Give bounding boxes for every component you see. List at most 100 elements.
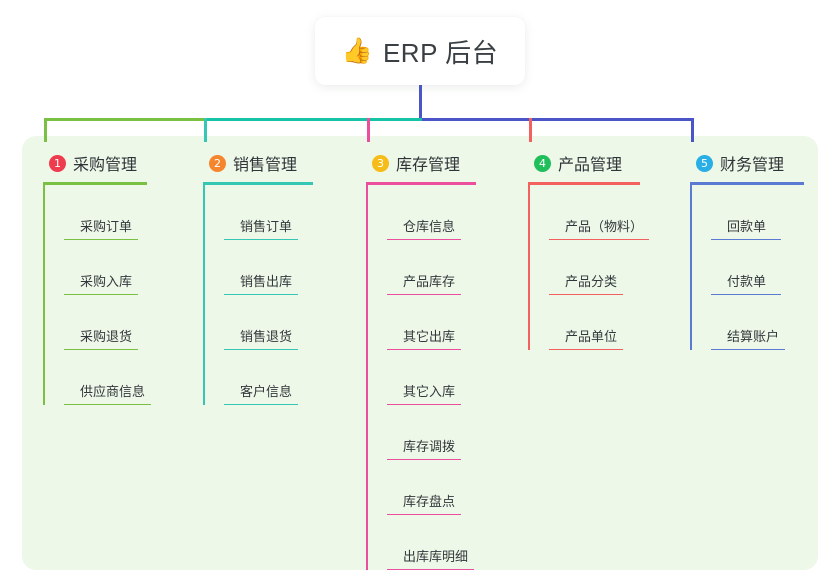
menu-item[interactable]: 采购退货 — [64, 295, 147, 350]
menu-item-rule — [224, 403, 298, 405]
column-4: 4 产品管理产品（物料） 产品分类产品单位 — [528, 150, 649, 350]
column-header-5[interactable]: 5 财务管理 — [690, 150, 804, 176]
bus-segment-3 — [422, 118, 692, 121]
menu-item-rule — [549, 348, 623, 350]
menu-item[interactable]: 供应商信息 — [64, 350, 151, 405]
menu-item[interactable]: 库存盘点 — [387, 460, 476, 515]
column-title-1: 采购管理 — [73, 157, 138, 174]
column-title-4: 产品管理 — [558, 157, 623, 174]
menu-item[interactable]: 回款单 — [711, 185, 804, 240]
menu-item-rule — [64, 403, 151, 405]
menu-item-label: 结算账户 — [727, 329, 780, 344]
column-header-rule-1 — [43, 182, 147, 185]
column-badge-4: 4 — [534, 154, 551, 172]
column-header-1[interactable]: 1 采购管理 — [43, 150, 147, 176]
column-header-rule-4 — [528, 182, 640, 185]
menu-item[interactable]: 产品单位 — [549, 295, 643, 350]
menu-item-rule — [387, 238, 461, 240]
menu-item[interactable]: 仓库信息 — [387, 185, 476, 240]
column-header-2[interactable]: 2 销售管理 — [203, 150, 313, 176]
menu-item-label: 出库库明细 — [403, 549, 469, 564]
menu-item[interactable]: 库存调拨 — [387, 405, 476, 460]
menu-item[interactable]: 出库库明细 — [387, 515, 476, 570]
column-item-list-2: 销售订单销售出库销售退货客户信息 — [203, 185, 313, 405]
menu-item[interactable]: 产品分类 — [549, 240, 643, 295]
bus-segment-2 — [205, 118, 422, 121]
column-item-list-5: 回款单付款单结算账户 — [690, 185, 804, 350]
column-badge-5: 5 — [696, 154, 713, 172]
column-title-5: 财务管理 — [720, 157, 785, 174]
branch-drop-connector-4 — [529, 118, 532, 142]
menu-item-rule — [64, 293, 138, 295]
menu-item-rule — [224, 293, 298, 295]
column-spine-3 — [366, 185, 368, 570]
thumbs-up-icon: 👍 — [341, 36, 373, 65]
column-header-rule-5 — [690, 182, 804, 185]
column-badge-2: 2 — [209, 154, 226, 172]
branch-drop-connector-1 — [44, 118, 47, 142]
menu-item-label: 产品单位 — [565, 329, 618, 344]
menu-item-label: 销售退货 — [240, 329, 293, 344]
column-item-list-3: 仓库信息产品库存其它出库其它入库库存调拨库存盘点出库库明细 — [366, 185, 476, 570]
column-spine-5 — [690, 185, 692, 350]
menu-item-label: 销售订单 — [240, 219, 293, 234]
menu-item-rule — [549, 238, 649, 240]
menu-item[interactable]: 其它出库 — [387, 295, 476, 350]
menu-item[interactable]: 结算账户 — [711, 295, 804, 350]
menu-item-rule — [711, 293, 781, 295]
column-title-2: 销售管理 — [233, 157, 298, 174]
menu-item[interactable]: 客户信息 — [224, 350, 313, 405]
menu-item-label: 产品库存 — [403, 274, 456, 289]
menu-item-label: 回款单 — [727, 219, 767, 234]
menu-item-label: 库存调拨 — [403, 439, 456, 454]
branch-drop-connector-5 — [691, 118, 694, 142]
column-header-rule-3 — [366, 182, 476, 185]
menu-item-label: 产品分类 — [565, 274, 618, 289]
menu-item[interactable]: 采购订单 — [64, 185, 147, 240]
column-item-list-4: 产品（物料） 产品分类产品单位 — [528, 185, 649, 350]
menu-item[interactable]: 销售订单 — [224, 185, 313, 240]
column-5: 5 财务管理回款单付款单结算账户 — [690, 150, 804, 350]
branch-drop-connector-2 — [204, 118, 207, 142]
root-stem-connector — [419, 85, 422, 121]
root-title-card: 👍 ERP 后台 — [315, 17, 525, 85]
menu-item-rule — [711, 348, 785, 350]
diagram-background-panel — [22, 136, 818, 570]
column-spine-2 — [203, 185, 205, 405]
bus-segment-1 — [45, 118, 205, 121]
menu-item-rule — [224, 238, 298, 240]
column-badge-3: 3 — [372, 154, 389, 172]
menu-item-label: 付款单 — [727, 274, 767, 289]
menu-item-label: 供应商信息 — [80, 384, 146, 399]
menu-item-label: 采购入库 — [80, 274, 133, 289]
menu-item[interactable]: 销售退货 — [224, 295, 313, 350]
menu-item-label: 采购订单 — [80, 219, 133, 234]
column-item-list-1: 采购订单采购入库采购退货供应商信息 — [43, 185, 151, 405]
menu-item[interactable]: 付款单 — [711, 240, 804, 295]
column-badge-1: 1 — [49, 154, 66, 172]
menu-item-rule — [387, 458, 461, 460]
column-header-4[interactable]: 4 产品管理 — [528, 150, 643, 176]
branch-drop-connector-3 — [367, 118, 370, 142]
column-title-3: 库存管理 — [396, 157, 461, 174]
menu-item-rule — [387, 348, 461, 350]
menu-item-rule — [64, 238, 138, 240]
column-header-3[interactable]: 3 库存管理 — [366, 150, 476, 176]
menu-item[interactable]: 采购入库 — [64, 240, 147, 295]
menu-item[interactable]: 其它入库 — [387, 350, 476, 405]
menu-item[interactable]: 销售出库 — [224, 240, 313, 295]
menu-item-rule — [387, 568, 474, 570]
menu-item[interactable]: 产品（物料） — [549, 185, 649, 240]
menu-item-label: 客户信息 — [240, 384, 293, 399]
menu-item-rule — [64, 348, 138, 350]
menu-item-label: 其它入库 — [403, 384, 456, 399]
page-title: ERP 后台 — [382, 37, 499, 68]
column-spine-4 — [528, 185, 530, 350]
menu-item-rule — [224, 348, 298, 350]
menu-item-label: 库存盘点 — [403, 494, 456, 509]
menu-item-label: 产品（物料） — [565, 219, 644, 234]
menu-item-rule — [549, 293, 623, 295]
menu-item[interactable]: 产品库存 — [387, 240, 476, 295]
column-3: 3 库存管理仓库信息产品库存其它出库其它入库库存调拨库存盘点出库库明细 — [366, 150, 476, 570]
